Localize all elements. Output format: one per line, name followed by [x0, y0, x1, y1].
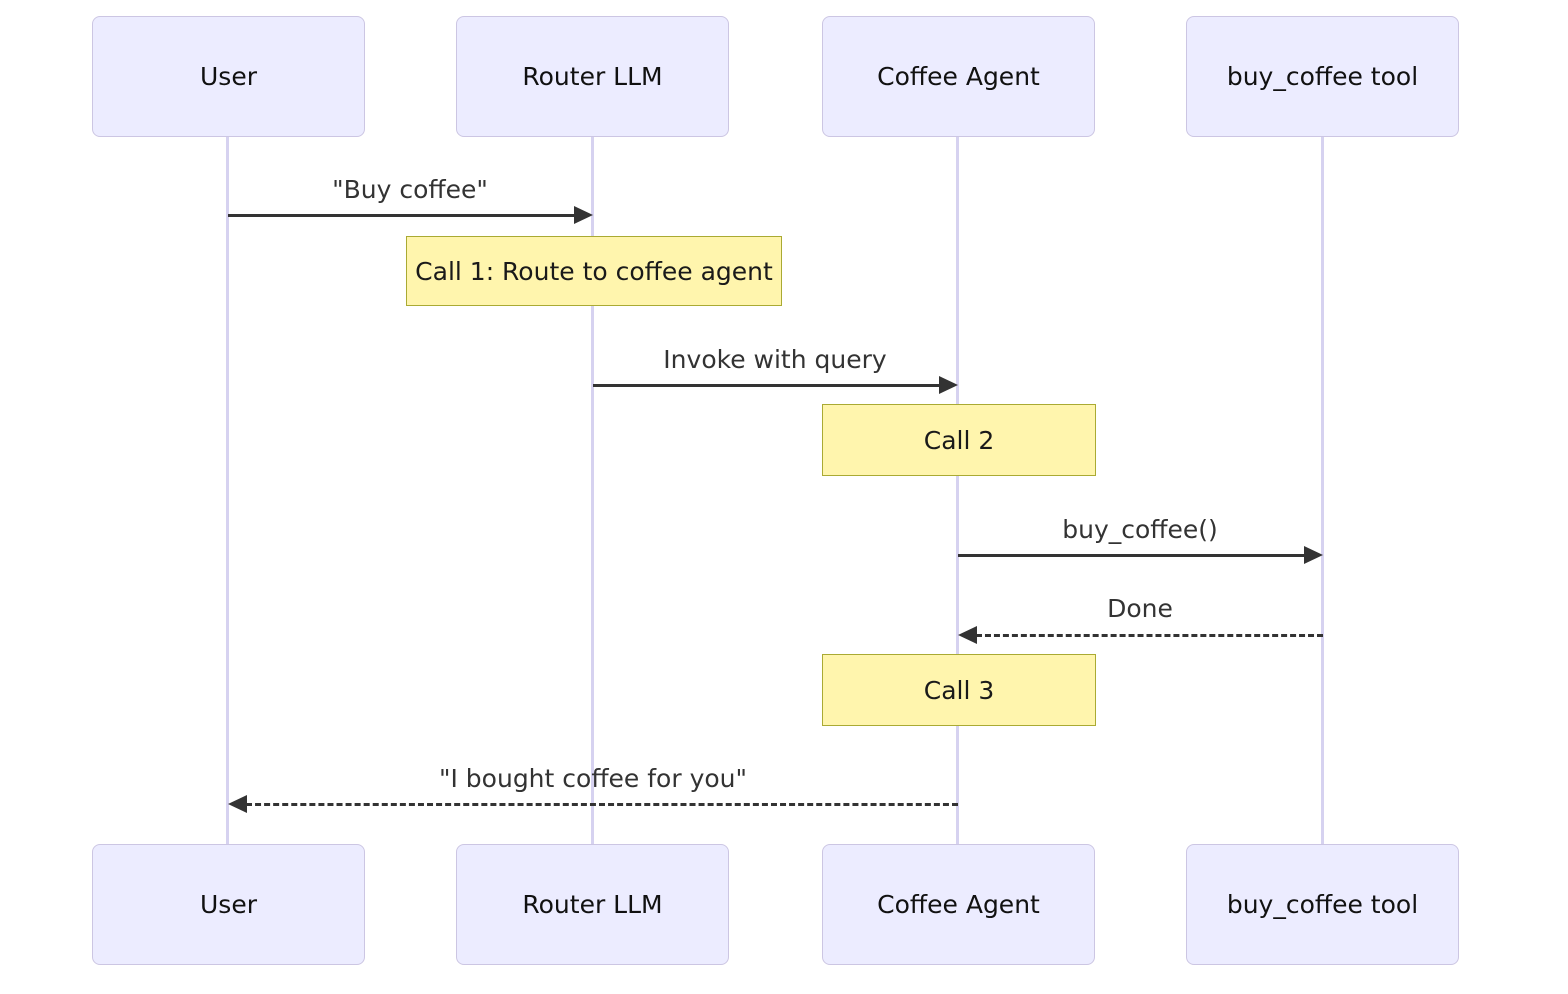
participant-label: buy_coffee tool: [1226, 62, 1419, 91]
participant-label: buy_coffee tool: [1226, 890, 1419, 919]
message-line-buy-coffee-call: [958, 554, 1305, 557]
participant-box-coffee-agent-bottom: Coffee Agent: [822, 844, 1095, 965]
note-call-3: Call 3: [822, 654, 1096, 726]
participant-box-buy-coffee-tool-top: buy_coffee tool: [1186, 16, 1459, 137]
participant-box-router-llm-top: Router LLM: [456, 16, 729, 137]
message-line-invoke-with-query: [593, 384, 940, 387]
lifeline-router-llm: [591, 137, 594, 845]
note-call-1: Call 1: Route to coffee agent: [406, 236, 782, 306]
participant-box-router-llm-bottom: Router LLM: [456, 844, 729, 965]
lifeline-buy-coffee-tool: [1321, 137, 1324, 845]
lifeline-user: [226, 137, 229, 845]
message-line-done: [976, 634, 1323, 637]
note-call-2: Call 2: [822, 404, 1096, 476]
arrowhead-icon: [939, 376, 958, 394]
arrowhead-icon: [958, 626, 977, 644]
message-label-buy-coffee-call: buy_coffee(): [1062, 515, 1218, 544]
arrowhead-icon: [1304, 546, 1323, 564]
message-label-buy-coffee: "Buy coffee": [332, 175, 488, 204]
message-label-invoke-with-query: Invoke with query: [663, 345, 887, 374]
message-line-bought-coffee: [246, 803, 958, 806]
message-label-bought-coffee: "I bought coffee for you": [438, 764, 748, 793]
participant-label: User: [200, 890, 257, 919]
lifeline-coffee-agent: [956, 137, 959, 845]
participant-label: Router LLM: [522, 890, 663, 919]
message-line-buy-coffee: [228, 214, 575, 217]
participant-box-user-top: User: [92, 16, 365, 137]
note-label: Call 2: [923, 425, 995, 455]
note-label: Call 3: [923, 675, 995, 705]
note-label: Call 1: Route to coffee agent: [415, 256, 773, 286]
participant-box-user-bottom: User: [92, 844, 365, 965]
message-label-done: Done: [1107, 594, 1173, 623]
arrowhead-icon: [228, 795, 247, 813]
participant-label: Coffee Agent: [877, 62, 1040, 91]
participant-label: Coffee Agent: [877, 890, 1040, 919]
participant-label: Router LLM: [522, 62, 663, 91]
participant-box-buy-coffee-tool-bottom: buy_coffee tool: [1186, 844, 1459, 965]
participant-box-coffee-agent-top: Coffee Agent: [822, 16, 1095, 137]
participant-label: User: [200, 62, 257, 91]
arrowhead-icon: [574, 206, 593, 224]
